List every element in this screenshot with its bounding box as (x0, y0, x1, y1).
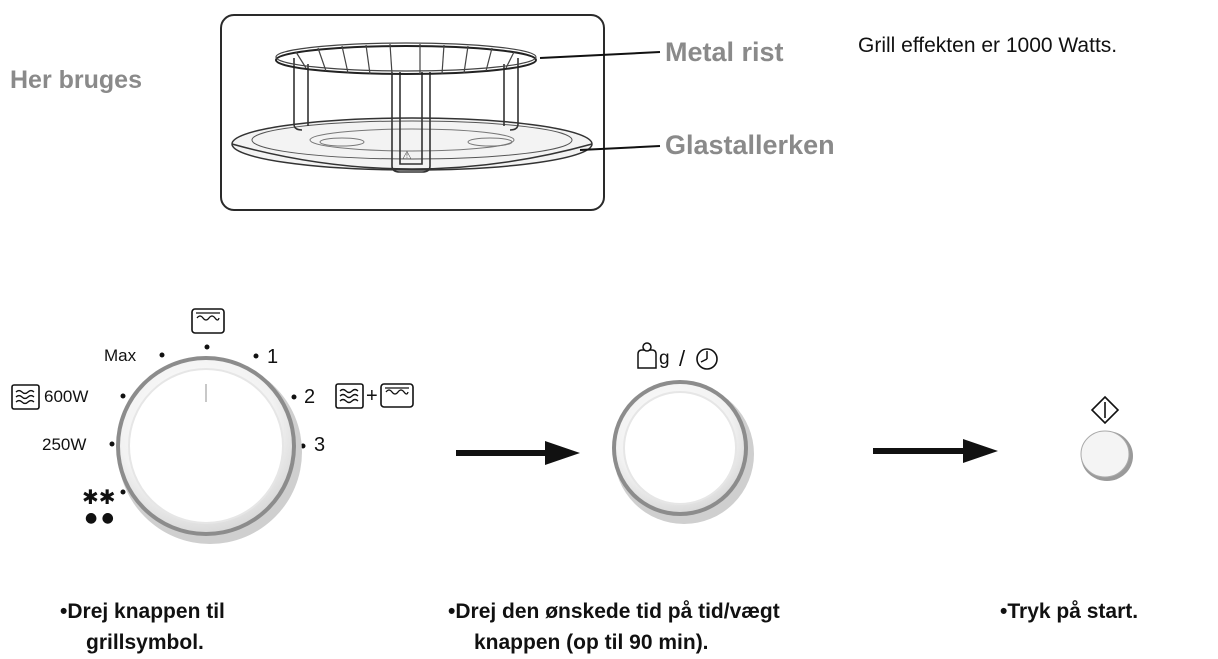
svg-text:⚠: ⚠ (402, 149, 412, 162)
metal-rack-glass-plate-illustration: ⚠ (231, 42, 593, 173)
bullet: • (1000, 600, 1008, 623)
step-line: Tryk på start. (1007, 600, 1139, 623)
start-icon (1090, 395, 1120, 425)
clock-icon (696, 348, 718, 370)
weight-unit-label: g (659, 348, 670, 369)
grill-power-info: Grill effekten er 1000 Watts. (858, 34, 1118, 57)
combi-grill-icon (380, 383, 414, 408)
instruction-step-1: •Drej knappen til grillsymbol. (60, 596, 225, 658)
bullet: • (60, 600, 68, 623)
dial-label-2: 2 (304, 386, 316, 408)
weight-time-dial-knob[interactable] (612, 380, 754, 524)
combi-microwave-icon (335, 383, 364, 409)
instruction-step-2: •Drej den ønskede tid på tid/vægt knappe… (448, 596, 780, 658)
combi-plus-sign: + (366, 385, 378, 407)
weight-time-separator: / (679, 346, 686, 371)
step-line: knappen (op til 90 min). (474, 631, 709, 654)
grill-mode-icon (191, 308, 225, 334)
step-line: Drej knappen til (67, 600, 225, 623)
turntable-illustration-frame: ⚠ (220, 14, 605, 211)
start-button[interactable] (1080, 430, 1133, 481)
dial-label-250w: 250W (42, 435, 87, 454)
weight-icon (637, 342, 657, 369)
dial-label-1: 1 (267, 346, 279, 368)
mode-dial-knob[interactable] (116, 356, 302, 544)
instruction-step-3: •Tryk på start. (1000, 596, 1138, 627)
dial-label-max: Max (104, 346, 137, 365)
svg-text:✱✱: ✱✱ (82, 485, 116, 509)
callout-glass-plate: Glastallerken (665, 130, 835, 160)
bullet: • (448, 600, 456, 623)
defrost-icon: ✱✱ ● ● (82, 485, 116, 526)
arrow-right-icon (456, 441, 580, 465)
dial-label-3: 3 (314, 434, 326, 456)
callout-metal-rack: Metal rist (665, 37, 784, 67)
usage-label: Her bruges (10, 66, 142, 94)
arrow-right-icon (873, 439, 998, 463)
microwave-mode-icon (11, 384, 40, 410)
dial-label-600w: 600W (44, 387, 89, 406)
step-line: grillsymbol. (86, 631, 204, 654)
svg-text:● ●: ● ● (85, 510, 114, 526)
step-line: Drej den ønskede tid på tid/vægt (455, 600, 780, 623)
